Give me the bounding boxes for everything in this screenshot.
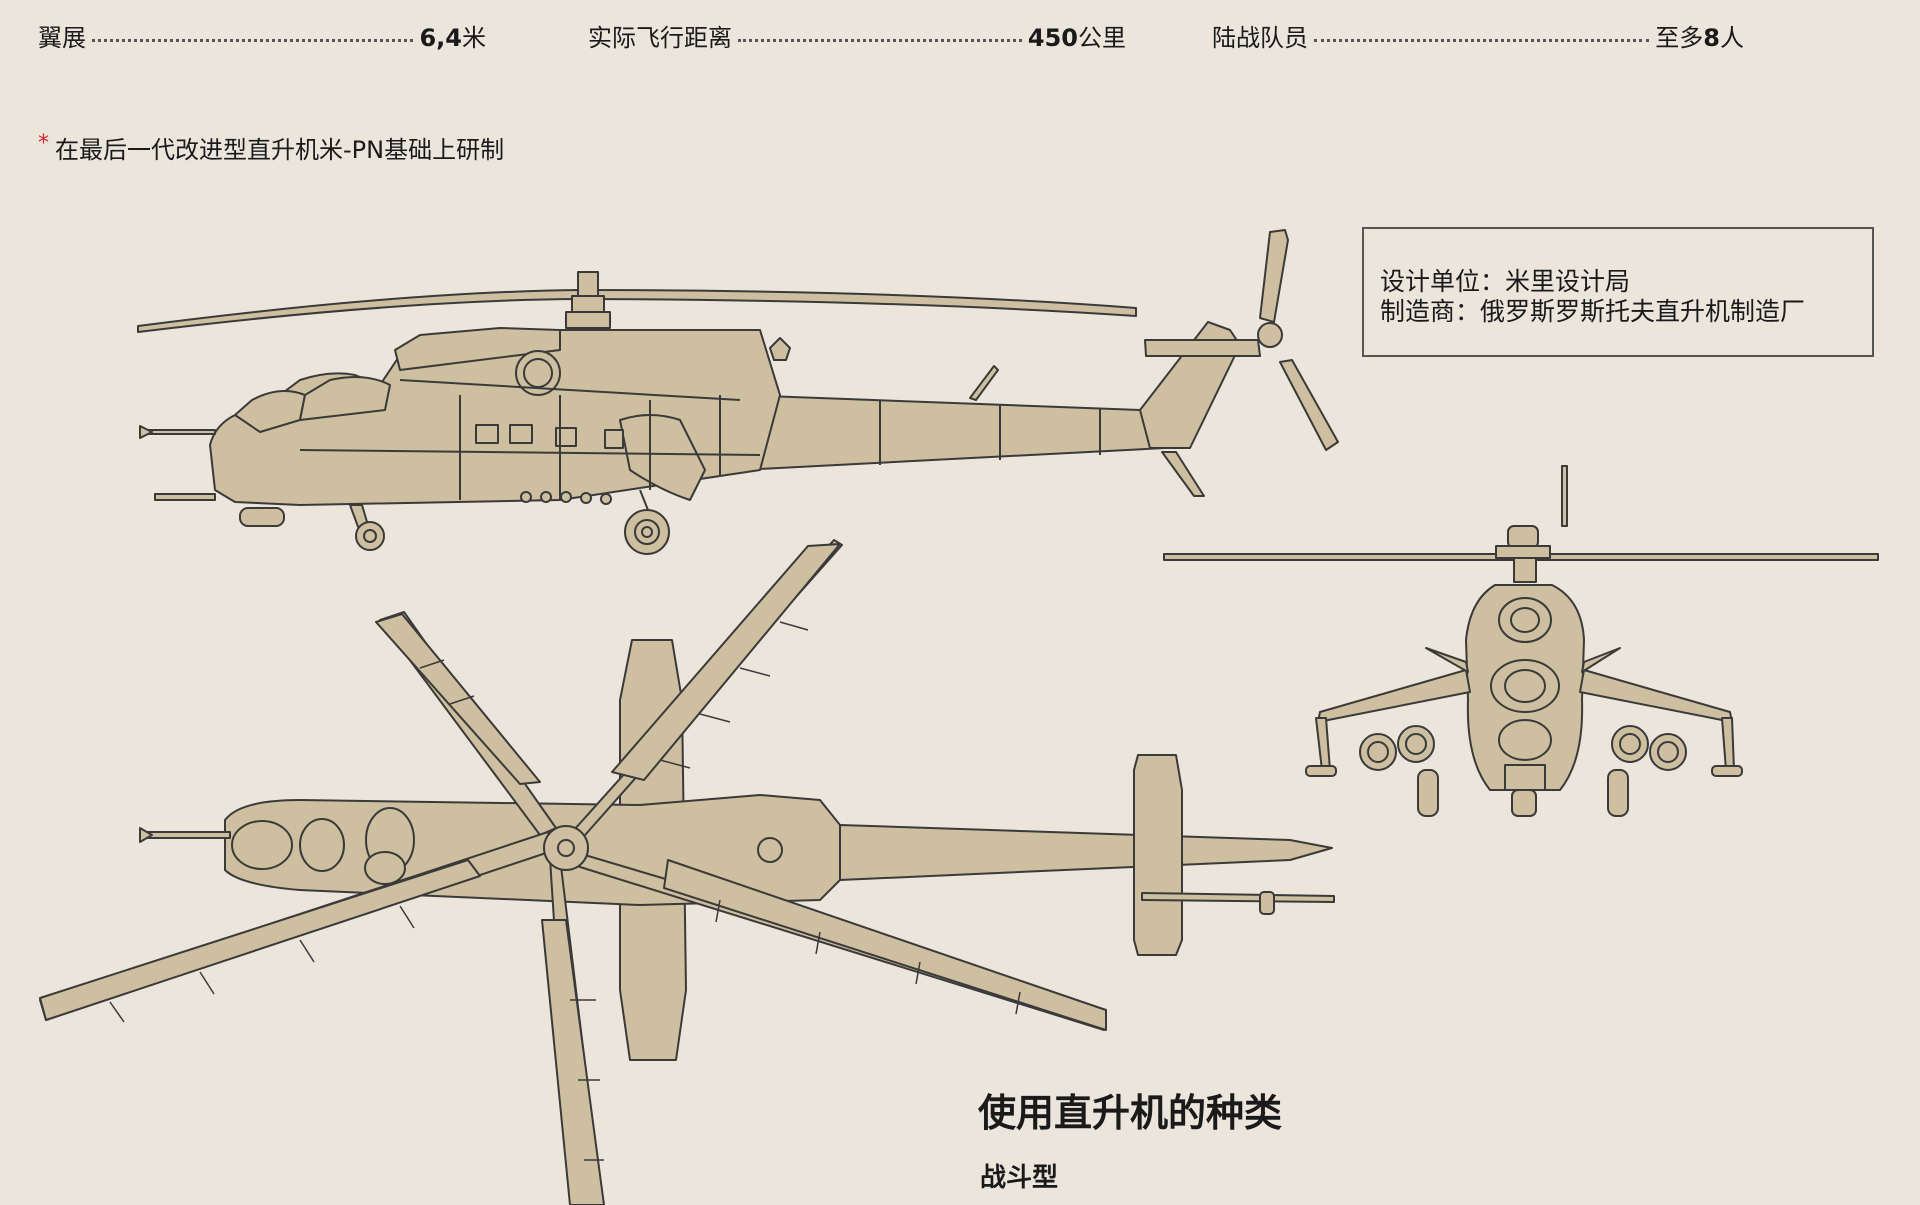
dot-leader: [92, 39, 414, 42]
dot-leader: [738, 39, 1022, 42]
spec-troops: 陆战队员 至多8人: [1212, 18, 1744, 53]
dot-leader: [1314, 39, 1650, 42]
front-view-helicopter: [1163, 465, 1879, 817]
footnote: *在最后一代改进型直升机米-PN基础上研制: [38, 130, 504, 165]
spec-label: 翼展: [38, 24, 86, 52]
info-box: 设计单位：米里设计局 制造商：俄罗斯罗斯托夫直升机制造厂: [1362, 227, 1874, 357]
footnote-text: 在最后一代改进型直升机米-PN基础上研制: [55, 136, 505, 164]
spec-range: 实际飞行距离 450公里: [588, 18, 1126, 53]
manufacturer-line: 制造商：俄罗斯罗斯托夫直升机制造厂: [1380, 297, 1806, 326]
footnote-marker: *: [38, 131, 49, 156]
designer-line: 设计单位：米里设计局: [1380, 267, 1631, 296]
spec-label: 实际飞行距离: [588, 24, 732, 52]
section-title: 使用直升机的种类: [978, 1091, 1283, 1135]
section-subtitle: 战斗型: [980, 1163, 1059, 1193]
spec-wingspan: 翼展 6,4米: [38, 18, 486, 53]
top-view-helicopter: [39, 539, 1335, 1205]
blade-segment-lines: [109, 621, 1021, 1161]
spec-label: 陆战队员: [1212, 24, 1308, 52]
side-view-helicopter: [137, 229, 1339, 555]
spec-value: 至多8人: [1655, 24, 1744, 52]
spec-value: 450公里: [1027, 24, 1126, 52]
spec-value: 6,4米: [419, 24, 486, 52]
